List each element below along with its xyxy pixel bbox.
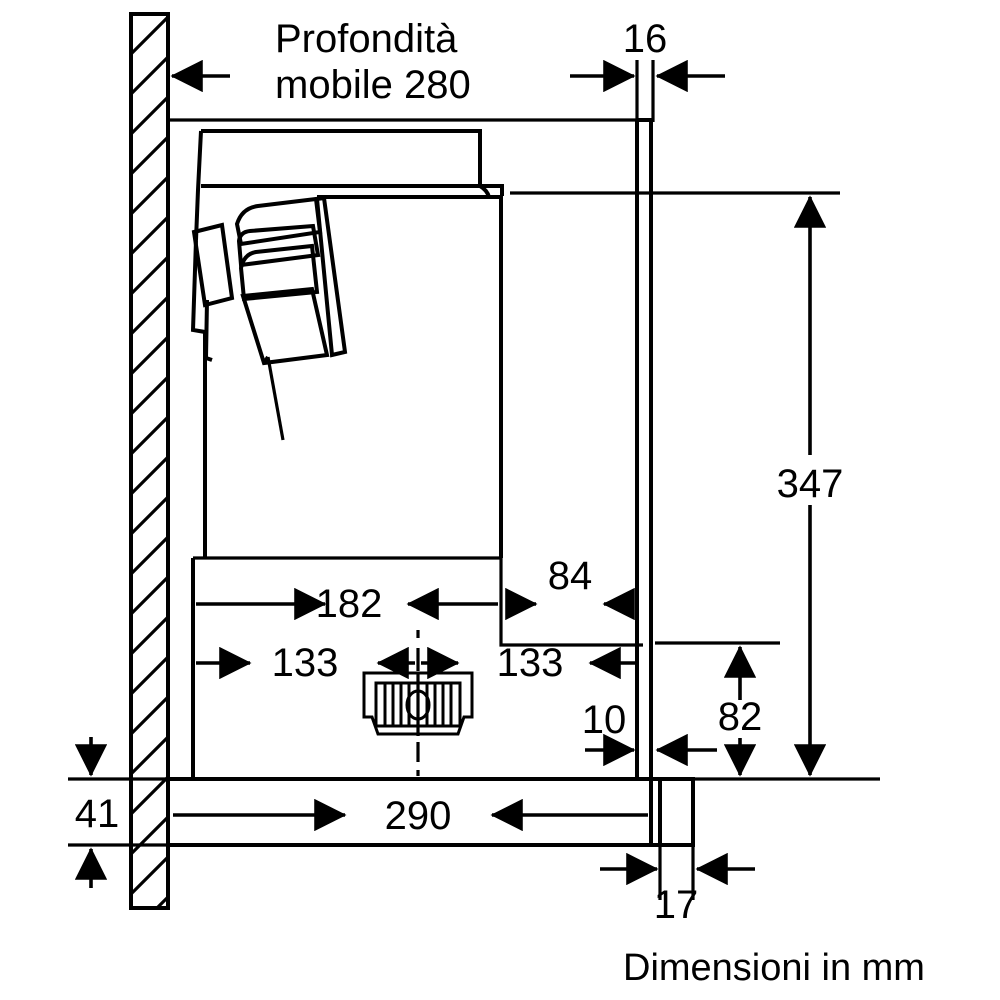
dim-41-group: 41 [68, 737, 168, 888]
flap-panel-lower [238, 243, 320, 302]
flap-front-body [240, 286, 330, 366]
dim-133-right-group: 133 [421, 641, 637, 685]
motor-body [374, 681, 462, 728]
dim-347-label: 347 [777, 462, 844, 506]
wall-outline [129, 12, 170, 910]
motor-housing [362, 671, 474, 736]
dim-290-label: 290 [385, 794, 452, 838]
dim-84-group: 84 [505, 554, 635, 621]
wall-section [129, 12, 170, 910]
dim-84-label: 84 [548, 554, 593, 598]
flap-link-arm [266, 356, 285, 441]
dim-10-group: 10 [582, 698, 717, 779]
telescopic-flap-mechanism [191, 195, 348, 441]
dim-16-label: 16 [623, 17, 668, 61]
dim-17-label: 17 [654, 883, 699, 927]
flap-panel-middle [236, 223, 321, 268]
note-line-2: mobile 280 [275, 63, 471, 107]
main-body-left-contour [190, 239, 207, 558]
dim-133-left-group: 133 [196, 641, 415, 685]
dim-82-group: 82 [655, 641, 780, 777]
main-body-outline [317, 195, 503, 558]
hood-assembly [168, 118, 695, 847]
flap-panel-upper [234, 196, 323, 247]
dim-82-label: 82 [718, 695, 763, 739]
dim-133-right-label: 133 [497, 641, 564, 685]
dim-182-group: 182 [196, 582, 498, 626]
lower-box-step [499, 558, 643, 647]
units-note: Dimensioni in mm [623, 947, 925, 989]
dim-cabinet-depth-note: Profondità mobile 280 [170, 17, 471, 107]
slider-rail [314, 195, 348, 358]
front-panel-assembly [635, 118, 653, 779]
pullout-face-panel [658, 777, 695, 847]
upper-housing-left-edge [194, 130, 203, 241]
dim-10-label: 10 [582, 698, 627, 742]
dim-347-group: 347 [510, 191, 880, 781]
dim-16-group: 16 [570, 17, 725, 122]
dim-17-group: 17 [600, 845, 755, 927]
flap-blade-outer [191, 222, 235, 308]
dim-290-group: 290 [173, 794, 648, 838]
flap-bracket-left [203, 299, 213, 362]
note-line-1: Profondità [275, 17, 458, 61]
dim-182-label: 182 [316, 582, 383, 626]
dim-41-label: 41 [75, 792, 120, 836]
motor-detail [362, 671, 474, 736]
dim-133-left-label: 133 [272, 641, 339, 685]
